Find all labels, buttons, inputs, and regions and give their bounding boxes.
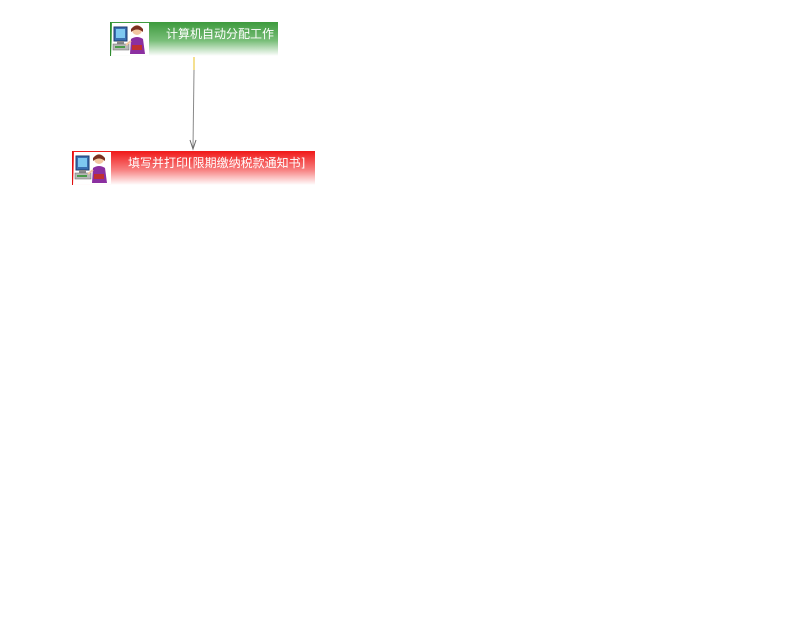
arrow-head-icon	[189, 139, 197, 151]
connector-line	[192, 69, 195, 149]
person-at-computer-icon	[112, 23, 149, 55]
node-label: 填写并打印[限期缴纳税款通知书]	[128, 156, 306, 170]
workflow-node-auto-assign[interactable]: 计算机自动分配工作	[110, 22, 278, 56]
workflow-node-fill-print-notice[interactable]: 填写并打印[限期缴纳税款通知书]	[72, 151, 315, 185]
person-at-computer-icon	[74, 152, 111, 184]
node-label: 计算机自动分配工作	[166, 27, 275, 41]
